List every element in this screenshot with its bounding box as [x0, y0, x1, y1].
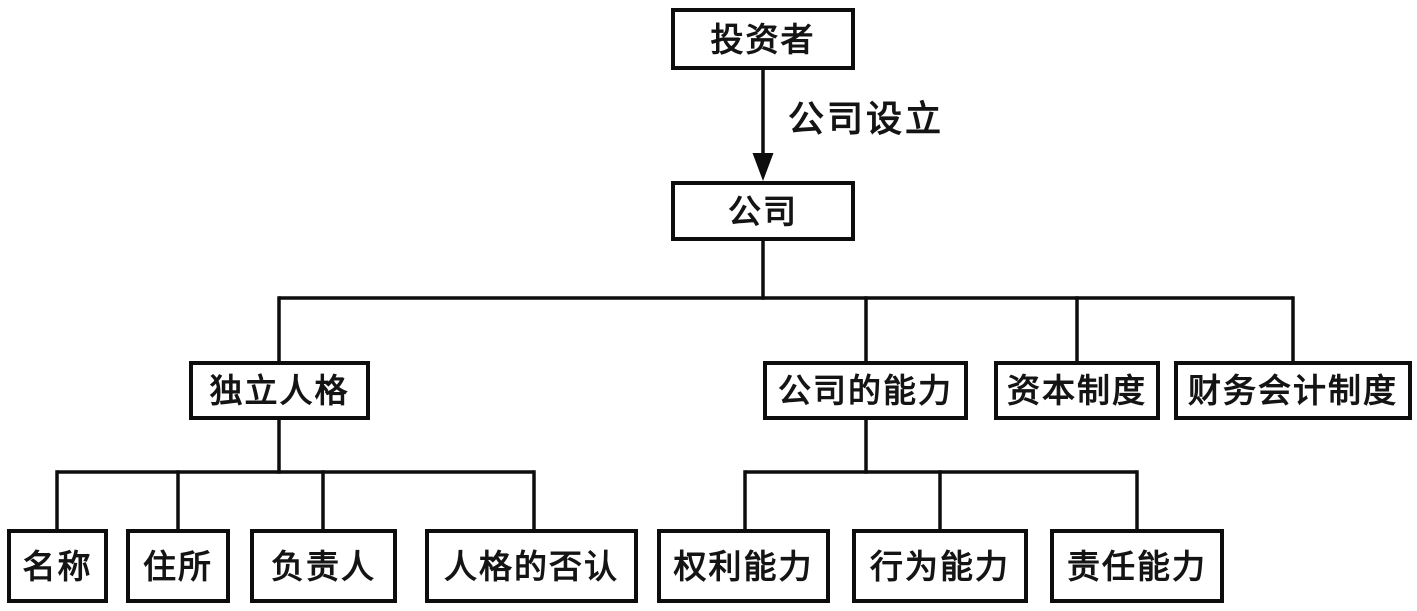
node-name: 名称 [7, 529, 108, 603]
node-liability-capacity: 责任能力 [1050, 529, 1224, 603]
arrowhead-icon [752, 153, 774, 181]
node-investor: 投资者 [671, 8, 855, 70]
node-company: 公司 [671, 181, 855, 241]
node-rights-capacity: 权利能力 [657, 529, 830, 603]
edge-label-company-establishment: 公司设立 [788, 98, 945, 139]
node-financial-accounting-system: 财务会计制度 [1174, 361, 1412, 420]
node-person-in-charge: 负责人 [250, 529, 397, 603]
node-personality-denial: 人格的否认 [425, 529, 638, 603]
node-capital-system: 资本制度 [994, 361, 1160, 420]
node-company-capacity: 公司的能力 [763, 361, 968, 420]
node-independent-personality: 独立人格 [189, 361, 370, 420]
node-domicile: 住所 [126, 529, 230, 603]
node-conduct-capacity: 行为能力 [852, 529, 1028, 603]
